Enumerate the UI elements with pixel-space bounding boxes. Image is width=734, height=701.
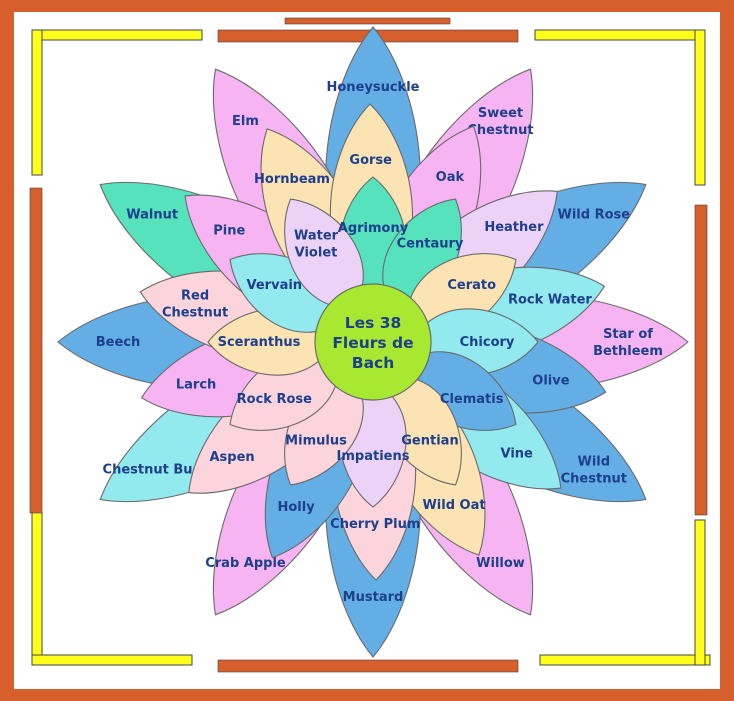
- label-pine: Pine: [213, 223, 245, 238]
- label-mustard: Mustard: [343, 590, 404, 605]
- label-centaury: Centaury: [397, 236, 464, 251]
- label-chicory: Chicory: [460, 335, 515, 350]
- orange-bar-9: [217, 659, 519, 673]
- yellow-bar-4: [31, 511, 43, 663]
- label-larch: Larch: [176, 378, 216, 393]
- center-title-line-1: Les 38: [345, 314, 402, 332]
- label-clematis: Clematis: [440, 392, 504, 407]
- center-title-line-3: Bach: [352, 354, 395, 372]
- yellow-bar-6: [539, 654, 711, 666]
- label-cherry-plum: Cherry Plum: [330, 517, 420, 532]
- label-rock-rose: Rock Rose: [237, 392, 312, 407]
- label-vervain: Vervain: [247, 278, 303, 293]
- label-mimulus: Mimulus: [285, 434, 347, 449]
- label-gorse: Gorse: [349, 153, 392, 168]
- yellow-bar-0: [31, 29, 203, 41]
- orange-bar-12: [284, 17, 451, 25]
- label-wild-oat: Wild Oat: [422, 498, 485, 513]
- label-walnut: Walnut: [126, 208, 178, 223]
- label-agrimony: Agrimony: [338, 221, 409, 236]
- yellow-bar-2: [534, 29, 706, 41]
- label-holly: Holly: [277, 500, 315, 515]
- label-heather: Heather: [484, 220, 544, 235]
- label-honeysuckle: Honeysuckle: [327, 80, 420, 95]
- label-cerato: Cerato: [447, 278, 496, 293]
- label-hornbeam: Hornbeam: [254, 172, 330, 187]
- label-elm: Elm: [232, 114, 259, 129]
- flower-center: Les 38 Fleurs de Bach: [314, 283, 432, 401]
- label-oak: Oak: [436, 170, 465, 185]
- label-crab-apple: Crab Apple: [205, 556, 286, 571]
- petal-water-violet: [284, 198, 364, 308]
- label-olive: Olive: [532, 373, 569, 388]
- orange-bar-10: [29, 187, 43, 514]
- yellow-bar-3: [694, 29, 706, 186]
- yellow-bar-1: [31, 29, 43, 176]
- label-beech: Beech: [96, 335, 141, 350]
- label-willow: Willow: [476, 556, 525, 571]
- center-disc: [314, 283, 432, 401]
- label-gentian: Gentian: [401, 434, 458, 449]
- center-title-line-2: Fleurs de: [332, 334, 413, 352]
- label-chestnut-bud: Chestnut Bud: [103, 463, 202, 478]
- label-vine: Vine: [501, 447, 534, 462]
- label-impatiens: Impatiens: [337, 449, 410, 464]
- label-aspen: Aspen: [210, 450, 255, 465]
- orange-bar-11: [694, 204, 708, 516]
- inner-petal-ring: AgrimonyCentauryCeratoChicoryClematisGen…: [207, 176, 539, 508]
- yellow-bar-7: [694, 519, 706, 666]
- label-sceranthus: Sceranthus: [218, 335, 301, 350]
- label-rock-water: Rock Water: [508, 292, 592, 307]
- label-wild-rose: Wild Rose: [558, 208, 631, 223]
- yellow-bar-5: [31, 654, 193, 666]
